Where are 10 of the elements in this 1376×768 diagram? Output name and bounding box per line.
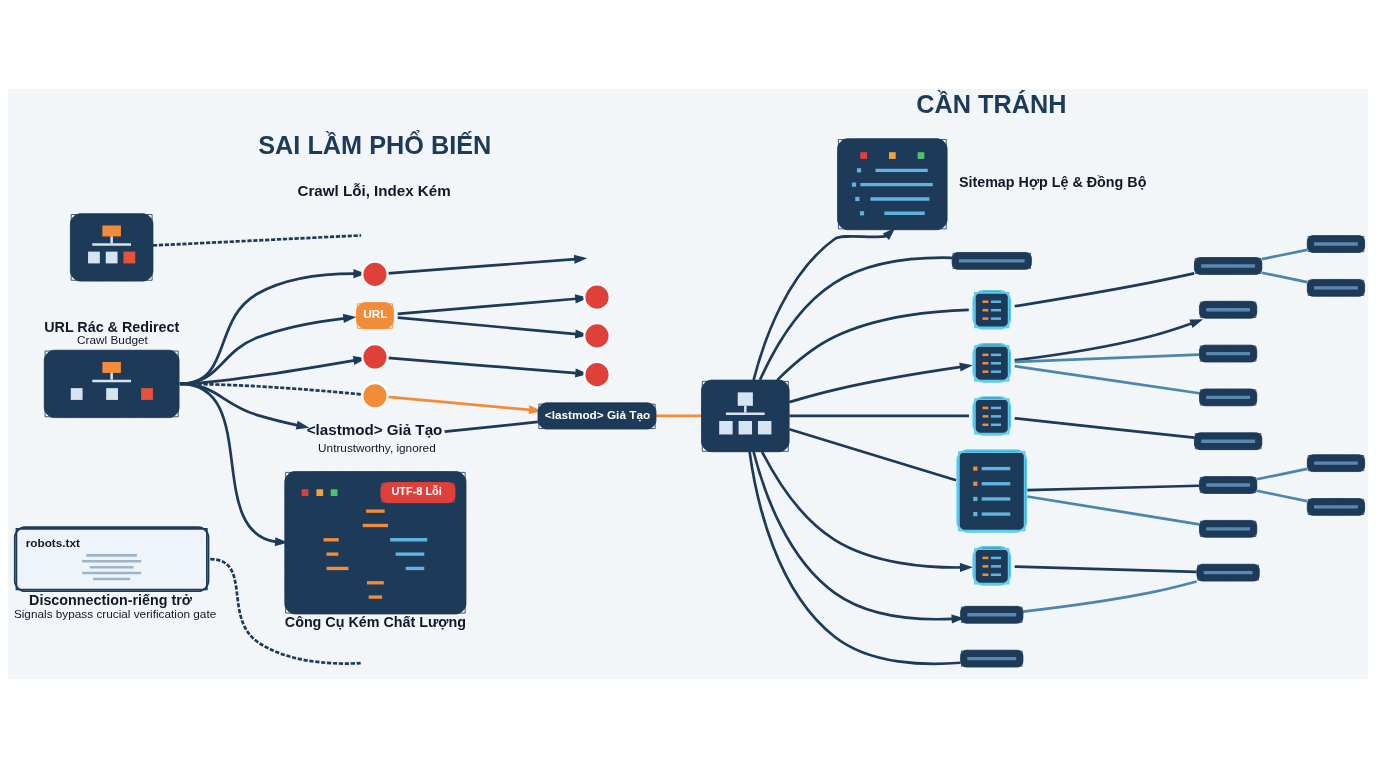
node-label: Disconnection-riếng trở xyxy=(29,592,192,609)
label: SAI LẦM PHỔ BIẾN xyxy=(258,131,492,160)
node-label: Công Cụ Kém Chất Lượng xyxy=(284,614,466,631)
node-label: URL Rác & Redirect xyxy=(44,319,180,336)
node-label: Crawl Budget xyxy=(77,333,148,347)
label: CẦN TRÁNH xyxy=(916,90,1067,119)
node-text: <lastmod> Giả Tạo Untrustworthy, ignored xyxy=(306,420,443,454)
node-label: Signals bypass crucial verification gate xyxy=(13,606,217,620)
node-label: Sitemap Hợp Lệ & Đồng Bộ xyxy=(958,173,1147,190)
label: Crawl Lỗi, Index Kém xyxy=(297,181,451,199)
